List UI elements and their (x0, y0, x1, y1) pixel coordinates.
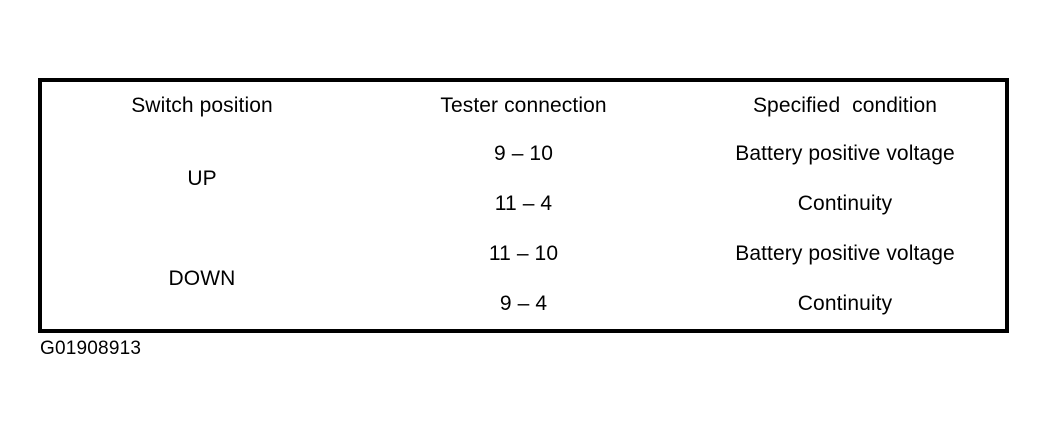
specified-condition-table: Switch position Tester connection Specif… (38, 78, 1009, 333)
cell-specified-condition: Battery positive voltage (735, 242, 955, 265)
column-header-switch-position: Switch position (131, 93, 273, 117)
cell-specified-condition: Battery positive voltage (735, 142, 955, 165)
cell-specified-condition: Continuity (797, 292, 893, 315)
cell-switch-position-down: DOWN (168, 267, 236, 290)
table-row: UP 9 – 10 Battery positive voltage (40, 129, 1007, 190)
cell-tester-connection: 11 – 4 (494, 192, 553, 215)
figure-caption: G01908913 (40, 338, 142, 359)
table-row: 11 – 4 Continuity (40, 179, 1007, 229)
column-header-specified-condition: Specified condition (752, 93, 938, 117)
cell-switch-position-up: UP (187, 167, 217, 190)
table-row: DOWN 11 – 10 Battery positive voltage (40, 229, 1007, 290)
column-header-tester-connection: Tester connection (440, 93, 607, 117)
cell-tester-connection: 9 – 10 (494, 142, 553, 165)
cell-specified-condition: Continuity (797, 192, 893, 215)
table-row: 9 – 4 Continuity (40, 279, 1007, 331)
table-header-row: Switch position Tester connection Specif… (40, 80, 1007, 129)
cell-tester-connection: 9 – 4 (499, 292, 548, 315)
cell-tester-connection: 11 – 10 (488, 242, 559, 265)
